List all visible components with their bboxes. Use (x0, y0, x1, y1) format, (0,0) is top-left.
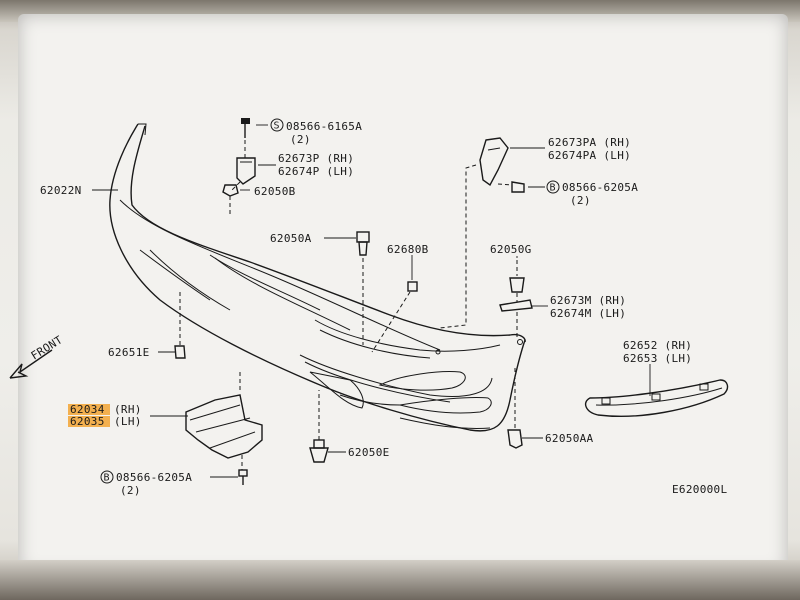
bracket-m (499, 293, 533, 338)
bracket-top (231, 157, 256, 191)
svg-text:S: S (274, 121, 280, 132)
label-clip-e-left: 62651E (108, 346, 150, 359)
nut-b (371, 281, 418, 353)
label-clip-top: 62050B (254, 185, 296, 198)
lower-cover (185, 372, 263, 470)
label-bracket-top-lh: 62674P (LH) (278, 165, 354, 178)
leader-lines (92, 124, 651, 478)
label-clip-g: 62050G (490, 243, 532, 256)
symbol-b-circle-side: B (546, 180, 560, 194)
clip-aa (507, 368, 523, 449)
label-lower-cover-lh-code: 62035 (70, 415, 105, 428)
label-clip-a: 62050A (270, 232, 312, 245)
label-lower-cover-rh-code: 62034 (70, 403, 105, 416)
label-bolt-side: 08566-6205A (562, 181, 638, 194)
highlight-62035 (68, 416, 110, 427)
label-62022n: 62022N (40, 184, 82, 197)
clip-top (222, 184, 239, 215)
label-lower-cover-rh-side: (RH) (114, 403, 142, 416)
label-clip-aa: 62050AA (545, 432, 594, 445)
symbol-s-circle: S (270, 118, 284, 132)
clip-e (309, 390, 329, 463)
svg-text:B: B (104, 473, 110, 484)
clip-a (356, 231, 370, 345)
svg-text:B: B (550, 183, 556, 194)
label-front: FRONT (29, 333, 65, 362)
label-bolt-top-qty: (2) (290, 133, 311, 146)
label-molding-lh: 62653 (LH) (623, 352, 692, 365)
screen (18, 14, 788, 574)
bolt-bottom (238, 469, 248, 485)
symbol-b-circle-bottom: B (100, 470, 114, 484)
figure-code: E620000L (672, 483, 727, 496)
label-nut-b: 62680B (387, 243, 429, 256)
bolt-top (241, 118, 250, 160)
label-bolt-top: 08566-6165A (286, 120, 362, 133)
clip-e-left (174, 290, 186, 359)
label-bracket-m-rh: 62673M (RH) (550, 294, 626, 307)
monitor-bezel-bottom (0, 560, 800, 600)
label-bolt-side-qty: (2) (570, 194, 591, 207)
label-bolt-bottom-qty: (2) (120, 484, 141, 497)
label-molding-rh: 62652 (RH) (623, 339, 692, 352)
bumper-fascia (109, 123, 526, 432)
label-bracket-m-lh: 62674M (LH) (550, 307, 626, 320)
label-bolt-bottom: 08566-6205A (116, 471, 192, 484)
label-bracket-top-rh: 62673P (RH) (278, 152, 354, 165)
retainer-pa (439, 137, 513, 329)
front-arrow-icon (9, 349, 53, 379)
clip-g (509, 260, 525, 293)
label-retainer-pa-rh: 62673PA (RH) (548, 136, 631, 149)
label-clip-e: 62050E (348, 446, 390, 459)
bolt-side (511, 181, 525, 193)
label-retainer-pa-lh: 62674PA (LH) (548, 149, 631, 162)
label-lower-cover-lh-side: (LH) (114, 415, 142, 428)
highlight-62034 (68, 404, 110, 415)
molding (584, 379, 729, 417)
